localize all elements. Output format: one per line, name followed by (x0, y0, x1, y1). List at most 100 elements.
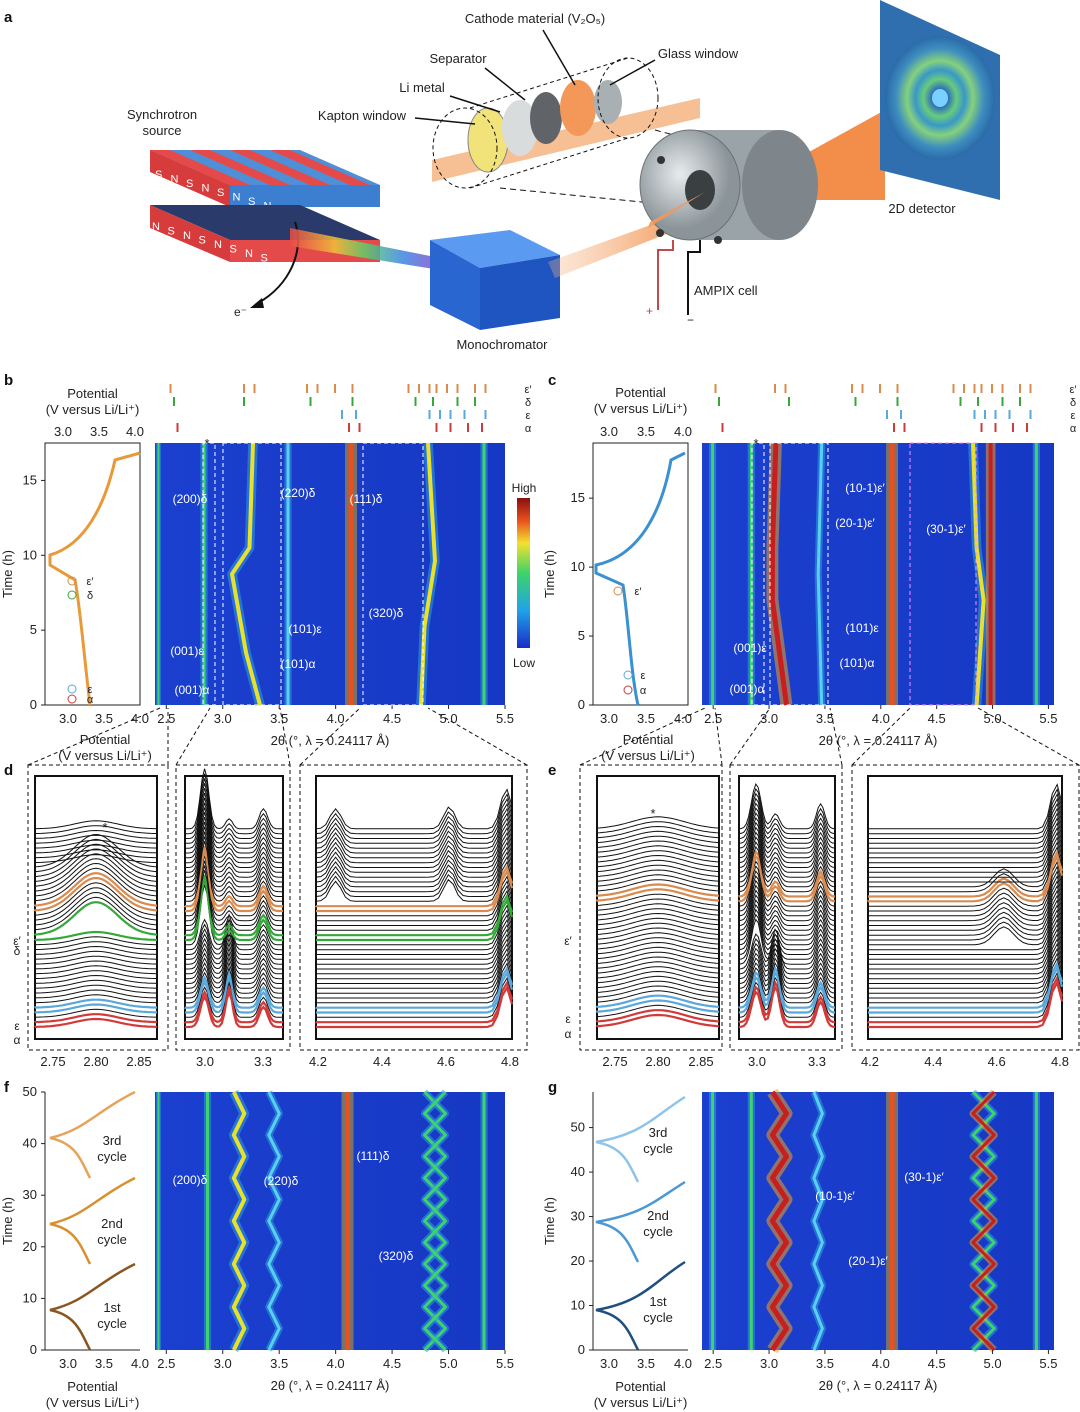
y-tick-label: 0 (30, 1342, 37, 1357)
potential-bottom-tick: 3.5 (95, 711, 113, 726)
diffraction-trace (738, 797, 836, 844)
diffraction-trace (315, 875, 513, 917)
diffraction-trace (596, 912, 720, 926)
diffraction-trace (738, 908, 836, 955)
reference-phase-ticks: ε′δεα (169, 384, 532, 435)
diffraction-peak (812, 1091, 824, 1351)
diffraction-trace (867, 846, 1063, 893)
diffraction-trace (316, 957, 513, 999)
diffraction-trace (738, 802, 836, 849)
y-tick-label: 15 (23, 472, 37, 487)
phase-marker-circle-c (613, 586, 623, 596)
phase-marker-label: α (87, 694, 94, 706)
x-tick-label: 3.0 (748, 1054, 766, 1069)
diffraction-trace (185, 932, 283, 970)
diffraction-trace (315, 923, 513, 965)
potential-top-tick-c: 3.5 (637, 424, 655, 439)
diffraction-trace (596, 966, 720, 979)
diffraction-trace (596, 825, 720, 839)
magnet-pole-bottom: S (230, 244, 237, 256)
x-tick-label: 5.5 (1039, 711, 1057, 726)
side-label-d: α (14, 1033, 21, 1047)
diffraction-trace (596, 835, 720, 849)
diffraction-trace (596, 864, 720, 878)
diffraction-trace (184, 773, 283, 835)
minus-label: − (687, 313, 694, 327)
diffraction-trace (866, 853, 1064, 903)
diffraction-peak (816, 442, 824, 706)
peak-label-b: (101)ε (288, 622, 322, 636)
potential-tick-f: 3.0 (59, 1356, 77, 1371)
phase-marker-circle-c (623, 670, 633, 680)
diffraction-trace (596, 956, 720, 969)
potential-title-c: Potential (615, 385, 666, 400)
x-tick-label: 3.3 (254, 1054, 272, 1069)
diffraction-trace (868, 849, 1064, 898)
diffraction-trace (596, 985, 720, 998)
x-tick-label: 5.0 (440, 1356, 458, 1371)
cycle-label-f: 1st (103, 1300, 121, 1315)
diffraction-trace (34, 825, 157, 834)
magnet-pole-bottom: S (168, 226, 175, 238)
waterfall-e2 (737, 775, 836, 1040)
diffraction-trace (315, 962, 513, 1004)
electron-arrow-icon (250, 298, 264, 308)
x-tick-label: 4.4 (924, 1054, 942, 1069)
diffraction-trace (738, 821, 836, 868)
diffraction-trace (867, 884, 1063, 931)
diffraction-trace (33, 998, 157, 1009)
phase-marker-label-c: ε (641, 670, 646, 682)
cycle-label-f-2: cycle (97, 1232, 127, 1247)
cycle-label-g-2: cycle (643, 1310, 673, 1325)
diffraction-trace (34, 882, 158, 916)
diffraction-trace (738, 984, 836, 1029)
diffraction-trace (184, 870, 283, 931)
diffraction-trace (738, 918, 836, 965)
magnet-pole-bottom: N (245, 248, 253, 260)
x-tick-label: 5.5 (496, 711, 514, 726)
diffraction-trace (315, 817, 513, 859)
diffraction-trace (315, 793, 513, 835)
diffraction-trace (596, 854, 720, 868)
y-tick-label: 10 (23, 1290, 37, 1305)
x-tick-label: 4.5 (383, 711, 401, 726)
diffraction-trace (315, 802, 513, 844)
cathode-label: Cathode material (V₂O₅) (465, 11, 605, 26)
diffraction-trace (596, 961, 720, 974)
diffraction-trace (315, 826, 513, 868)
potential-title-b: Potential (67, 386, 118, 401)
phase-marker-label-c: ε′ (635, 586, 642, 598)
phase-marker-label: δ (87, 590, 93, 602)
diffraction-peak (971, 442, 986, 706)
diffraction-trace (868, 792, 1063, 839)
diffraction-trace (738, 787, 836, 835)
y-tick-label: 0 (578, 1342, 585, 1357)
diffraction-trace (185, 792, 283, 854)
magnet-pole-top: N (171, 174, 179, 186)
diffraction-trace (596, 879, 720, 892)
diffraction-trace (596, 980, 720, 994)
heatmap-g (702, 1088, 1054, 1354)
diffraction-trace (867, 797, 1063, 844)
peak-label-f: (320)δ (379, 1249, 414, 1263)
x-tick-label: 3.0 (196, 1054, 214, 1069)
star-e: * (650, 806, 655, 821)
potential-unit-e: (V versus Li/Li⁺) (601, 748, 695, 763)
x-tick-label: 3.3 (808, 1054, 826, 1069)
diffraction-trace (185, 865, 283, 926)
diffraction-trace (596, 845, 720, 858)
phase-legend: α (1070, 423, 1077, 435)
peak-label-b: (200)δ (173, 492, 208, 506)
x-tick-label: 5.5 (496, 1356, 514, 1371)
diffraction-trace (738, 899, 836, 946)
x-tick-label: 2.75 (602, 1054, 627, 1069)
diffraction-trace (315, 855, 513, 897)
x-tick-label: 4.0 (872, 711, 890, 726)
potential-curve-g (595, 1260, 686, 1351)
cycle-label-f: 2nd (101, 1216, 123, 1231)
ampix-cell (639, 129, 818, 244)
twotheta-title-c: 2θ (°, λ = 0.24117 Å) (819, 733, 938, 748)
phase-marker-circle (67, 590, 77, 600)
peak-label-f: (111)δ (357, 1149, 390, 1163)
